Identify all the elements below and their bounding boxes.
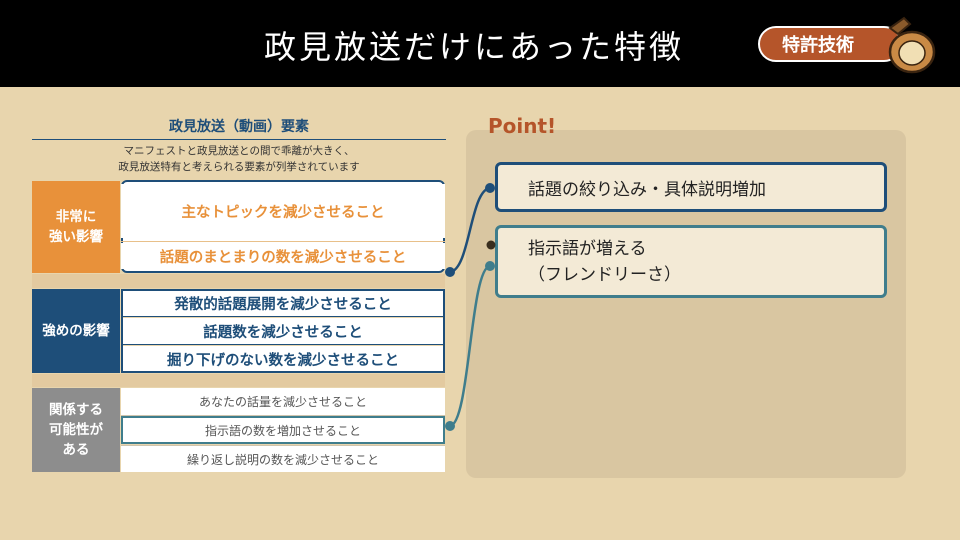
possible-row-3: 繰り返し説明の数を減少させること bbox=[121, 445, 445, 472]
connector-dot bbox=[445, 267, 455, 277]
category-possible: 関係する 可能性が ある bbox=[32, 388, 120, 472]
point-item-2-line-1: 指示語が増える bbox=[528, 239, 647, 259]
patent-badge: 特許技術 bbox=[758, 26, 902, 62]
title-divider bbox=[32, 139, 446, 140]
connector-possible bbox=[449, 264, 491, 428]
connector-dot bbox=[445, 421, 455, 431]
slide-title: 政見放送だけにあった特徴 bbox=[264, 28, 685, 66]
point-item-2: 指示語が増える （フレンドリーさ） bbox=[495, 225, 887, 298]
category-strong-line-1: 非常に bbox=[55, 209, 97, 225]
category-possible-line-2: 可能性が bbox=[49, 422, 103, 438]
point-item-2-line-2: （フレンドリーさ） bbox=[528, 265, 681, 285]
table-title: 政見放送（動画）要素 bbox=[169, 119, 309, 135]
strong-row-1: 主なトピックを減少させること bbox=[121, 184, 445, 238]
connector-strong bbox=[449, 186, 491, 274]
category-strong-line-2: 強い影響 bbox=[49, 229, 103, 245]
category-strong: 非常に 強い影響 bbox=[32, 181, 120, 273]
medium-rows-box bbox=[121, 289, 445, 373]
description-line-2: 政見放送特有と考えられる要素が列挙されています bbox=[118, 161, 360, 173]
strong-row-divider bbox=[121, 241, 445, 242]
connector-dot bbox=[485, 183, 495, 193]
connector-dot bbox=[485, 261, 495, 271]
possible-row-1: あなたの話量を減少させること bbox=[121, 388, 445, 416]
point-label: Point! bbox=[488, 114, 557, 138]
category-possible-line-1: 関係する bbox=[49, 402, 103, 418]
connector-dot bbox=[486, 240, 496, 250]
medium-row-1: 発散的話題展開を減少させること bbox=[121, 290, 445, 317]
description-line-1: マニフェストと政見放送との間で乖離が大きく、 bbox=[123, 145, 355, 157]
row-spacer bbox=[32, 374, 445, 387]
medium-row-2: 話題数を減少させること bbox=[121, 318, 445, 345]
highlighted-row-box bbox=[121, 416, 445, 444]
table-description: マニフェストと政見放送との間で乖離が大きく、 政見放送特有と考えられる要素が列挙… bbox=[32, 143, 446, 175]
medium-row-3: 掘り下げのない数を減少させること bbox=[121, 346, 445, 372]
category-medium: 強めの影響 bbox=[32, 289, 120, 373]
category-possible-line-3: ある bbox=[62, 442, 90, 458]
row-spacer bbox=[32, 274, 445, 288]
strong-row-2: 話題のまとまりの数を減少させること bbox=[121, 243, 445, 269]
possible-row-2: 指示語の数を増加させること bbox=[121, 417, 445, 444]
secret-jar-icon bbox=[888, 16, 936, 74]
point-item-1: 話題の絞り込み・具体説明増加 bbox=[495, 162, 887, 212]
